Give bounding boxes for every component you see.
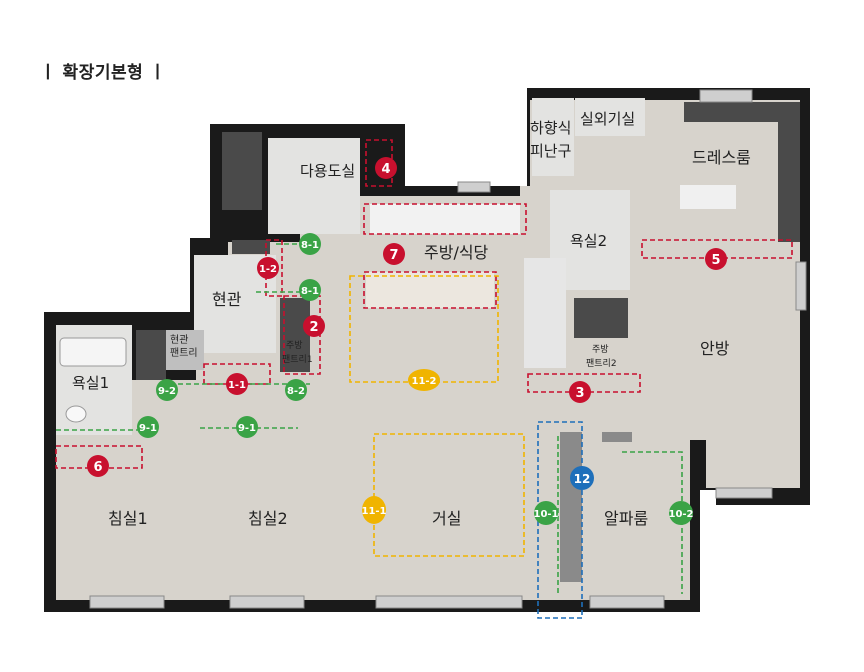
marker-2: 2 — [303, 315, 325, 337]
marker-4: 4 — [375, 157, 397, 179]
room-ent-pantry-1: 현관 — [170, 334, 188, 346]
windows — [89, 89, 807, 609]
marker-3: 3 — [569, 381, 591, 403]
room-kitchen: 주방/식당 — [424, 243, 489, 262]
floors — [56, 98, 800, 600]
room-bed1: 침실1 — [108, 509, 148, 528]
marker-6: 6 — [87, 455, 109, 477]
room-labels: 다용도실 하향식 피난구 실외기실 드레스룸 주방/식당 욕실2 현관 현관 팬… — [72, 110, 751, 528]
marker-11-2: 11-2 — [408, 369, 440, 391]
room-multi: 다용도실 — [300, 162, 355, 180]
svg-text:8-1: 8-1 — [301, 240, 319, 251]
svg-text:9-2: 9-2 — [158, 386, 176, 397]
room-bath1: 욕실1 — [72, 374, 109, 392]
room-living: 거실 — [432, 509, 461, 528]
svg-text:8-2: 8-2 — [287, 386, 305, 397]
room-escape-2: 피난구 — [530, 142, 571, 160]
svg-text:4: 4 — [381, 162, 390, 177]
marker-9-2: 9-2 — [156, 379, 178, 401]
svg-text:3: 3 — [575, 386, 584, 401]
page-title: ㅣ 확장기본형 ㅣ — [40, 63, 166, 83]
svg-text:11-2: 11-2 — [411, 376, 436, 387]
room-master: 안방 — [700, 339, 730, 358]
svg-text:11-1: 11-1 — [361, 506, 386, 517]
marker-10-1: 10-1 — [533, 501, 559, 525]
marker-5: 5 — [705, 248, 727, 270]
svg-text:9-1: 9-1 — [139, 423, 157, 434]
room-dress: 드레스룸 — [692, 148, 751, 167]
svg-text:1-1: 1-1 — [228, 380, 246, 391]
room-kp1-1: 주방 — [286, 340, 303, 351]
marker-12: 12 — [570, 466, 594, 490]
marker-11-1: 11-1 — [361, 496, 387, 524]
svg-text:9-1: 9-1 — [238, 423, 256, 434]
room-bath2: 욕실2 — [570, 232, 607, 250]
room-bed2: 침실2 — [248, 509, 288, 528]
marker-7: 7 — [383, 243, 405, 265]
svg-text:10-1: 10-1 — [533, 509, 558, 520]
marker-10-2: 10-2 — [668, 501, 694, 525]
marker-9-1b: 9-1 — [236, 416, 258, 438]
room-entrance: 현관 — [212, 290, 242, 309]
marker-1-2: 1-2 — [257, 257, 279, 279]
room-outdoor-unit: 실외기실 — [580, 110, 635, 128]
room-kp1-2: 팬트리1 — [282, 354, 313, 365]
marker-1-1: 1-1 — [226, 373, 248, 395]
svg-text:7: 7 — [389, 248, 398, 263]
svg-text:5: 5 — [711, 253, 720, 268]
svg-text:12: 12 — [574, 472, 591, 486]
room-escape-1: 하향식 — [530, 119, 571, 137]
marker-8-1b: 8-1 — [299, 279, 321, 301]
marker-8-2: 8-2 — [285, 379, 307, 401]
svg-text:10-2: 10-2 — [668, 509, 693, 520]
room-ent-pantry-2: 팬트리 — [170, 347, 198, 359]
marker-8-1a: 8-1 — [299, 233, 321, 255]
svg-text:8-1: 8-1 — [301, 286, 319, 297]
svg-text:1-2: 1-2 — [259, 264, 277, 275]
room-kp2-1: 주방 — [592, 344, 609, 355]
room-kp2-2: 팬트리2 — [586, 358, 617, 369]
marker-9-1a: 9-1 — [137, 416, 159, 438]
room-alpha: 알파룸 — [604, 509, 648, 528]
svg-text:6: 6 — [93, 460, 102, 475]
markers: 4 7 2 1-2 1-1 3 5 6 8-1 8-1 8-2 9-2 9-1 … — [87, 157, 727, 525]
svg-text:2: 2 — [309, 320, 318, 335]
